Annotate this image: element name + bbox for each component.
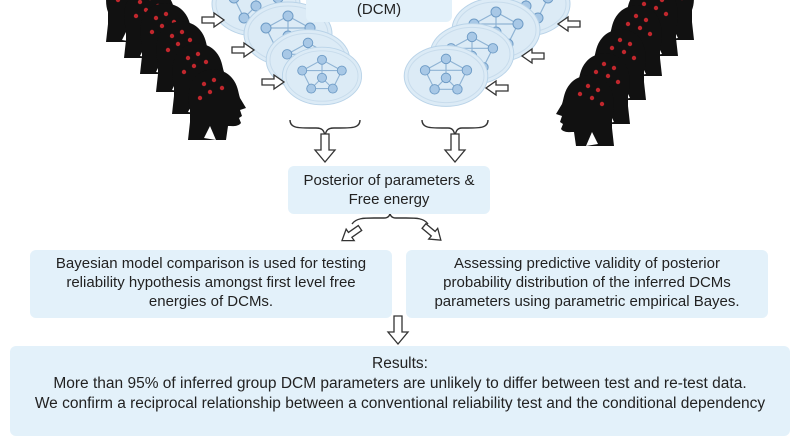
model-comparison-box: Bayesian model comparison is used for te… [30,250,392,318]
hollow-arrow-icon [337,219,447,248]
posterior-line-2: Free energy [348,191,430,208]
predictive-validity-line-2: probability distribution of the inferred… [443,274,731,291]
predictive-validity-line-3: parameters using parametric empirical Ba… [434,293,740,310]
model-comparison-line-3: energies of DCMs. [148,293,274,310]
dcm-label-box: (DCM) [306,0,452,22]
posterior-line-1: Posterior of parameters & [303,172,475,189]
results-title: Results: [372,355,428,372]
posterior-box: Posterior of parameters & Free energy [288,166,490,214]
hollow-arrow-icon [314,133,466,163]
results-box: Results: More than 95% of inferred group… [10,346,790,436]
model-comparison-line-1: Bayesian model comparison is used for te… [55,255,367,272]
predictive-validity-line-1: Assessing predictive validity of posteri… [454,255,720,272]
results-line-2: We confirm a reciprocal relationship bet… [34,395,766,412]
model-comparison-line-2: reliability hypothesis amongst first lev… [66,274,356,291]
dcm-label: (DCM) [356,1,402,18]
hollow-arrow-icon [387,315,409,345]
predictive-validity-box: Assessing predictive validity of posteri… [406,250,768,318]
results-line-1: More than 95% of inferred group DCM para… [53,375,747,392]
